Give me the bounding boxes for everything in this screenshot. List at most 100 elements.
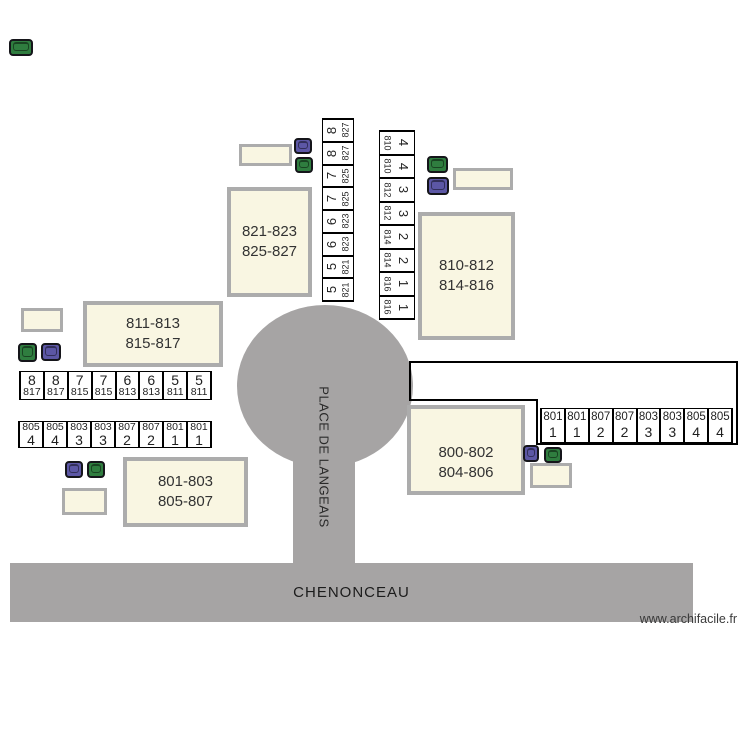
building-821-827[interactable]: 821-823 825-827 (227, 187, 312, 297)
parking-space[interactable]: 812 3 (380, 177, 414, 201)
annex-building[interactable] (21, 308, 63, 332)
parking-space[interactable]: 816 1 (380, 271, 414, 295)
space-address: 814 (382, 252, 393, 268)
parking-space[interactable]: 805 4 (683, 409, 707, 442)
parking-space[interactable]: 803 3 (635, 409, 660, 442)
parking-space[interactable]: 5 811 (162, 372, 186, 399)
space-number: 4 (716, 424, 724, 440)
parking-space[interactable]: 6 813 (138, 372, 162, 399)
parking-space[interactable]: 7 825 (323, 186, 353, 209)
space-number: 3 (668, 424, 677, 440)
space-number: 6 (323, 240, 339, 248)
green-bin-icon[interactable] (544, 447, 562, 463)
space-address: 821 (341, 259, 351, 275)
space-address: 807 (142, 421, 160, 433)
parking-space[interactable]: 5 811 (186, 372, 210, 399)
parking-space[interactable]: 801 1 (162, 422, 186, 447)
space-number: 6 (147, 372, 156, 388)
parking-space[interactable]: 807 2 (138, 422, 162, 447)
annex-building[interactable] (530, 463, 572, 488)
parking-space[interactable]: 7 825 (323, 163, 353, 187)
building-label-line: 810-812 (438, 257, 495, 274)
parking-space[interactable]: 803 3 (659, 409, 683, 442)
space-number: 5 (323, 263, 339, 271)
parking-space[interactable]: 810 4 (380, 153, 414, 178)
space-number: 1 (396, 280, 412, 288)
purple-bin-icon[interactable] (427, 177, 449, 195)
building-label-line: 815-817 (125, 335, 181, 352)
space-address: 807 (118, 421, 136, 433)
space-address: 813 (118, 386, 137, 398)
annex-building[interactable] (239, 144, 292, 166)
parking-row-northwest: 8 817 8 817 7 815 7 815 6 813 6 813 5 81… (19, 371, 212, 400)
space-number: 2 (596, 424, 605, 440)
parking-space[interactable]: 5 821 (323, 254, 353, 278)
purple-bin-icon[interactable] (65, 461, 83, 478)
parking-space[interactable]: 5 821 (323, 277, 353, 300)
parking-space[interactable]: 8 817 (21, 372, 43, 399)
parking-space[interactable]: 807 2 (587, 409, 612, 442)
purple-bin-icon[interactable] (294, 138, 312, 154)
space-address: 801 (190, 421, 208, 433)
building-811-817[interactable]: 811-813 815-817 (83, 301, 223, 367)
parking-space[interactable]: 805 4 (20, 422, 42, 448)
space-address: 816 (382, 276, 393, 292)
space-address: 811 (190, 386, 208, 398)
space-number: 1 (396, 303, 412, 311)
parking-space[interactable]: 814 2 (380, 224, 414, 248)
parking-space[interactable]: 7 815 (66, 372, 91, 399)
building-label-line: 814-816 (438, 277, 495, 294)
road-chenonceau[interactable]: CHENONCEAU (10, 563, 693, 622)
space-address: 813 (142, 386, 161, 398)
space-address: 817 (47, 386, 65, 398)
parking-space[interactable]: 807 2 (611, 409, 636, 442)
parking-space[interactable]: 801 1 (563, 409, 588, 442)
purple-bin-icon[interactable] (523, 445, 539, 462)
building-800-806[interactable]: 800-802 804-806 (407, 405, 525, 495)
parking-space[interactable]: 7 815 (90, 372, 115, 399)
green-bin-icon[interactable] (427, 156, 448, 173)
parking-space[interactable]: 6 823 (323, 231, 353, 255)
space-address: 827 (341, 122, 351, 138)
space-number: 1 (171, 432, 179, 448)
parking-space[interactable]: 805 4 (707, 409, 731, 442)
space-address: 810 (382, 135, 393, 151)
parking-space[interactable]: 803 3 (90, 422, 114, 447)
green-bin-icon[interactable] (9, 39, 33, 56)
space-number: 6 (123, 372, 132, 388)
parking-space[interactable]: 805 4 (42, 422, 66, 447)
annex-building[interactable] (62, 488, 107, 515)
parking-space[interactable]: 6 823 (323, 209, 353, 232)
annex-building[interactable] (453, 168, 513, 190)
green-bin-icon[interactable] (87, 461, 105, 478)
space-address: 801 (166, 421, 184, 433)
space-address: 823 (341, 236, 351, 252)
parking-space[interactable]: 814 2 (380, 247, 414, 272)
green-bin-icon[interactable] (295, 157, 313, 173)
space-address: 815 (70, 386, 89, 398)
parking-space[interactable]: 6 813 (114, 372, 139, 399)
parking-space[interactable]: 803 3 (66, 422, 90, 447)
parking-space[interactable]: 8 827 (323, 120, 353, 141)
building-801-807[interactable]: 801-803 805-807 (123, 457, 248, 527)
parking-space[interactable]: 8 817 (42, 372, 67, 399)
space-address: 825 (341, 191, 351, 207)
building-810-816[interactable]: 810-812 814-816 (418, 212, 515, 340)
parking-space[interactable]: 801 1 (186, 422, 210, 447)
parking-space[interactable]: 812 3 (380, 200, 414, 225)
green-bin-icon[interactable] (18, 343, 37, 362)
parking-space[interactable]: 816 1 (380, 294, 414, 319)
road-langeais-stem[interactable] (293, 452, 355, 565)
building-label-line: 800-802 (438, 444, 494, 461)
parking-space[interactable]: 8 827 (323, 140, 353, 164)
parking-space[interactable]: 801 1 (542, 409, 564, 442)
purple-bin-icon[interactable] (41, 343, 61, 361)
space-address: 812 (382, 182, 393, 198)
space-address: 807 (591, 411, 611, 423)
roundabout-place-de-langeais[interactable] (237, 305, 413, 467)
space-number: 7 (99, 372, 108, 388)
space-number: 4 (27, 432, 35, 448)
parking-space[interactable]: 810 4 (380, 132, 414, 154)
space-address: 805 (46, 421, 64, 433)
parking-space[interactable]: 807 2 (114, 422, 138, 447)
